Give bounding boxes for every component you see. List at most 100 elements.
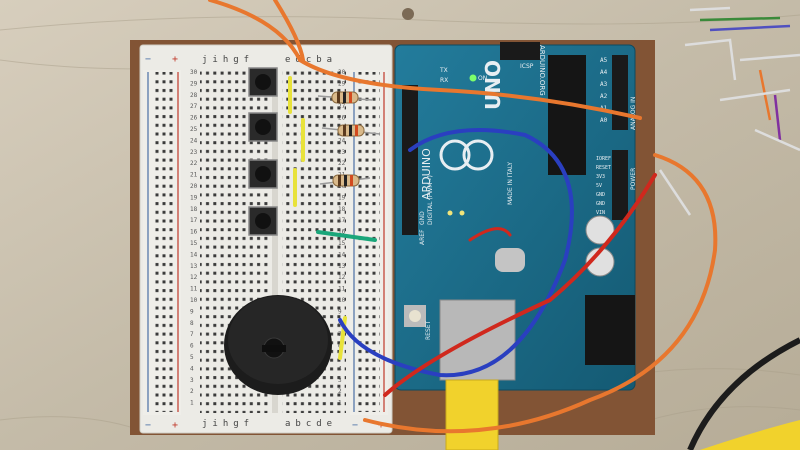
power-jack — [585, 295, 635, 365]
row-number-right: 12 — [338, 274, 346, 281]
row-number-left: 13 — [190, 263, 198, 270]
wires — [208, 0, 718, 434]
row-number-left: 20 — [190, 183, 198, 190]
rx-label: RX — [440, 77, 448, 84]
orange-wire-to-a0 — [298, 58, 642, 120]
blue-wire — [338, 128, 574, 378]
center-channel — [272, 68, 278, 413]
columns-bottom-right: abcde — [285, 419, 337, 429]
analog-pin-label: A4 — [600, 69, 608, 76]
orange-wire-top-right — [273, 0, 305, 62]
row-number-left: 28 — [190, 92, 198, 99]
analog-pin-label: A0 — [600, 117, 608, 124]
row-number-right: 24 — [338, 137, 346, 144]
on-label: ON — [478, 75, 487, 82]
power-pin-label: 3V3 — [596, 174, 605, 180]
resistor-3 — [319, 174, 371, 187]
row-number-right: 30 — [338, 69, 346, 76]
row-number-left: 30 — [190, 69, 198, 76]
row-number-right: 14 — [338, 251, 346, 258]
orange-wire-bottom — [363, 153, 718, 434]
row-number-left: 1 — [190, 400, 194, 407]
rail-minus-bottom-left: − — [145, 420, 151, 431]
row-number-left: 6 — [190, 343, 194, 350]
row-number-right: 10 — [338, 297, 346, 304]
row-number-right: 13 — [338, 263, 346, 270]
row-number-right: 23 — [338, 149, 346, 156]
arduino-brand: ARDUINO — [420, 148, 433, 200]
row-number-right: 26 — [338, 115, 346, 122]
on-led — [469, 74, 477, 82]
row-number-left: 3 — [190, 377, 194, 384]
row-number-right: 16 — [338, 229, 346, 236]
left-rail-holes — [152, 72, 174, 412]
row-number-right: 17 — [338, 217, 346, 224]
row-number-left: 25 — [190, 126, 198, 133]
rail-minus-top-left: − — [145, 54, 151, 65]
push-button-4 — [248, 206, 278, 236]
green-jumper — [316, 230, 377, 242]
resistors — [317, 91, 381, 187]
row-number-left: 11 — [190, 286, 198, 293]
push-button-2 — [248, 112, 278, 142]
arduino-website: ARDUINO.ORG — [538, 45, 546, 96]
row-number-left: 4 — [190, 365, 194, 372]
aref-label: AREF — [419, 229, 426, 245]
row-number-right: 19 — [338, 194, 346, 201]
tx-led — [447, 210, 453, 216]
push-button-1 — [248, 67, 278, 97]
usb-plug — [445, 379, 499, 450]
power-label: POWER — [630, 168, 637, 190]
dark-cable — [687, 337, 800, 450]
analog-pin-label: A2 — [600, 93, 608, 100]
row-number-left: 15 — [190, 240, 198, 247]
digital-header — [402, 85, 418, 235]
tx-label: TX — [439, 67, 448, 74]
row-number-left: 17 — [190, 217, 198, 224]
row-number-left: 8 — [190, 320, 194, 327]
row-number-right: 7 — [338, 331, 342, 338]
row-number-right: 3 — [338, 377, 342, 384]
row-number-right: 2 — [338, 388, 342, 395]
usb-cable-bottom-right — [700, 420, 800, 450]
row-number-right: 29 — [338, 80, 346, 87]
push-button-3 — [248, 159, 278, 189]
row-number-left: 2 — [190, 388, 194, 395]
row-number-left: 26 — [190, 115, 198, 122]
row-number-left: 24 — [190, 137, 198, 144]
resistor-1 — [317, 91, 373, 104]
row-number-left: 12 — [190, 274, 198, 281]
rail-plus-bottom-left: + — [172, 420, 178, 431]
row-number-left: 9 — [190, 308, 194, 315]
loose-wires — [658, 6, 800, 216]
power-pin-label: GND — [596, 201, 605, 207]
power-pin-label: 5V — [596, 183, 602, 189]
row-number-right: 15 — [338, 240, 346, 247]
analog-header — [612, 55, 628, 130]
row-number-right: 1 — [338, 400, 342, 407]
row-number-right: 27 — [338, 103, 346, 110]
red-wire-reset — [468, 227, 512, 242]
row-number-left: 21 — [190, 172, 198, 179]
icsp-label: ICSP — [520, 63, 534, 70]
capacitor-1 — [585, 215, 615, 245]
columns-top-left: jihgf — [202, 55, 254, 65]
icsp-header — [500, 42, 540, 60]
usb-cable — [445, 379, 800, 450]
piezo-buzzer — [224, 295, 332, 395]
arduino-logo — [439, 139, 494, 171]
reset-label: RESET — [425, 320, 432, 340]
row-number-left: 14 — [190, 251, 198, 258]
row-number-left: 5 — [190, 354, 194, 361]
row-number-left: 7 — [190, 331, 194, 338]
power-pin-label: RESET — [596, 165, 611, 171]
row-number-left: 18 — [190, 206, 198, 213]
power-header — [612, 150, 628, 220]
row-number-left: 19 — [190, 194, 198, 201]
row-number-right: 11 — [338, 286, 346, 293]
push-buttons — [248, 67, 278, 236]
row-number-left: 23 — [190, 149, 198, 156]
usb-port — [439, 299, 516, 381]
